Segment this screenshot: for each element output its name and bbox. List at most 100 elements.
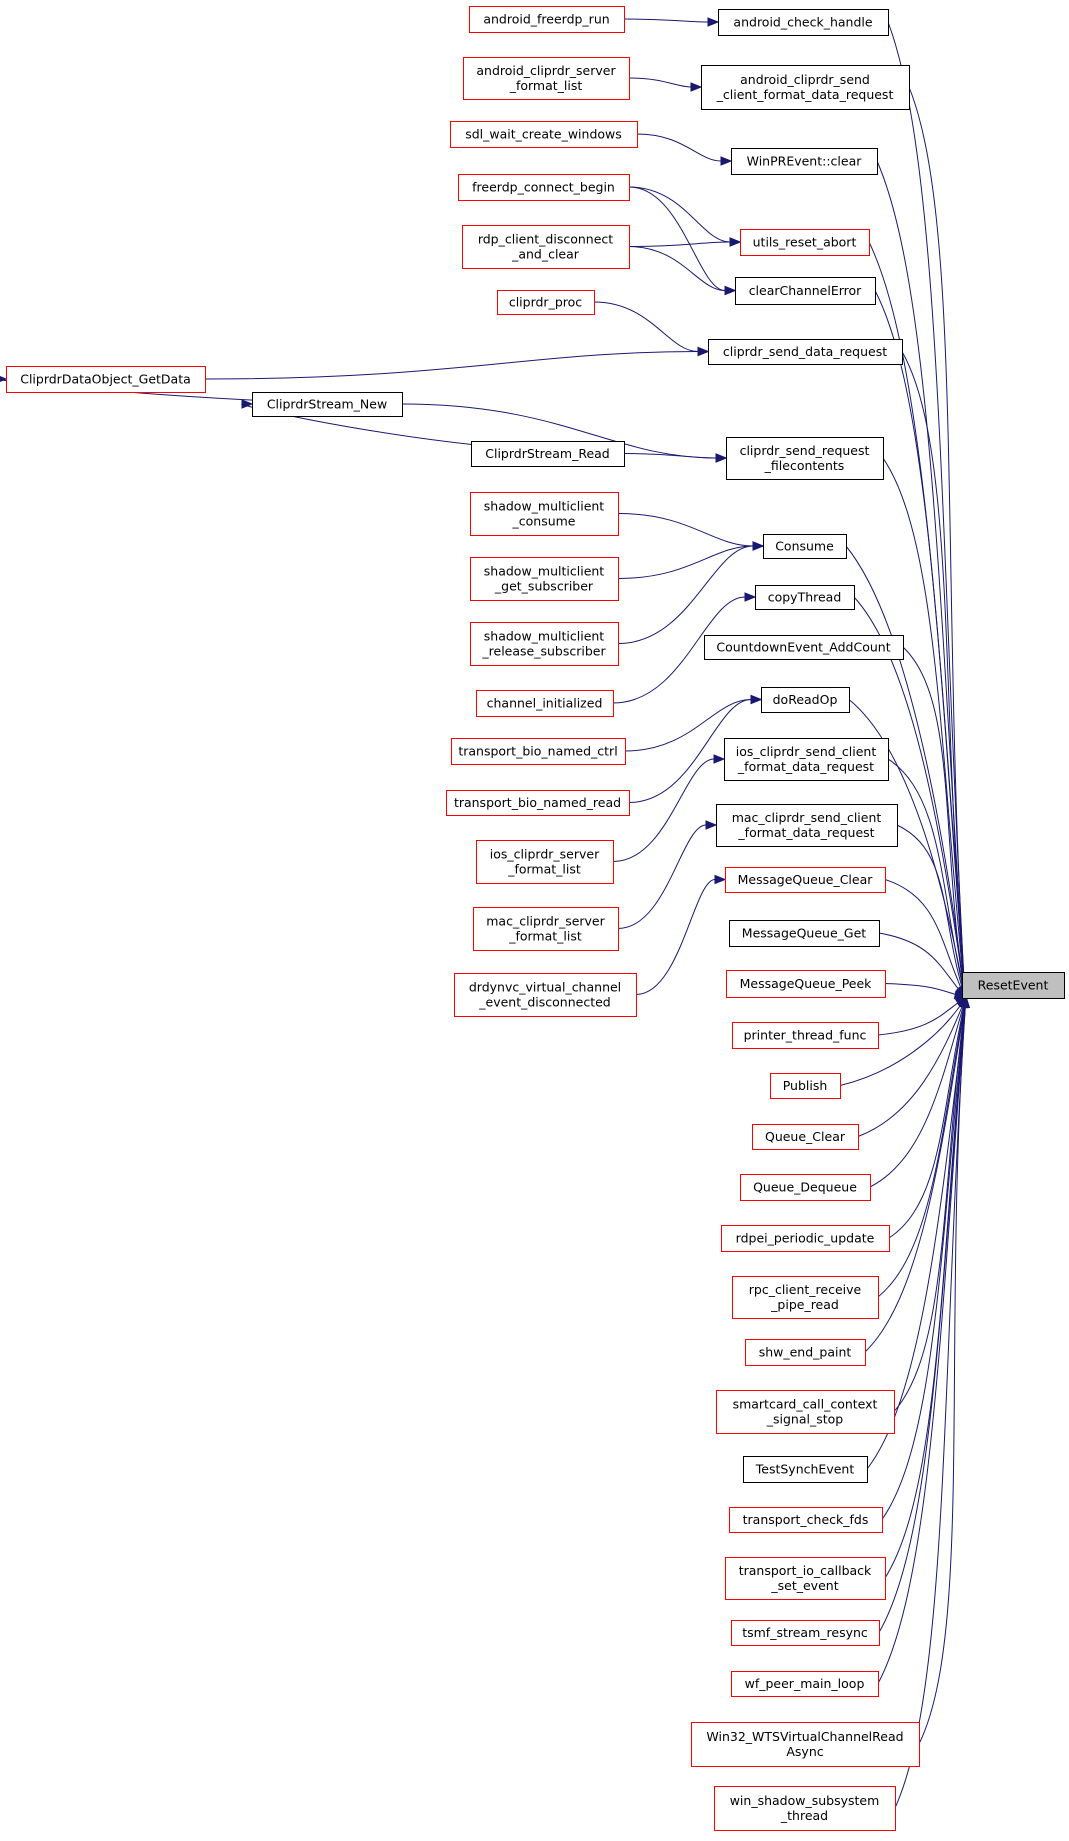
node-wf-peer-main-loop[interactable]: wf_peer_main_loop xyxy=(731,1671,879,1697)
node-mac-cliprdr-send-client-format-data-request[interactable]: mac_cliprdr_send_client_format_data_requ… xyxy=(716,804,898,847)
node-box xyxy=(725,1557,886,1600)
node-clear-channel-error[interactable]: clearChannelError xyxy=(735,277,876,305)
node-box xyxy=(476,840,614,884)
edge-cliprdr-send-data-request-to-reset-event xyxy=(901,351,969,999)
node-box xyxy=(691,1722,920,1767)
node-win-shadow-subsystem-thread[interactable]: win_shadow_subsystem_thread xyxy=(714,1786,896,1831)
node-reset-event: ResetEvent xyxy=(962,972,1065,999)
node-shw-end-paint[interactable]: shw_end_paint xyxy=(745,1339,866,1366)
node-android-cliprdr-send-client-format-data-request[interactable]: android_cliprdr_send_client_format_data_… xyxy=(701,65,910,110)
node-drdynvc-virtual-channel-event-disconnected[interactable]: drdynvc_virtual_channel_event_disconnect… xyxy=(454,973,637,1017)
node-sdl-wait-create-windows[interactable]: sdl_wait_create_windows xyxy=(450,121,638,148)
node-cliprdr-proc[interactable]: cliprdr_proc xyxy=(497,290,595,315)
node-label: wf_peer_main_loop xyxy=(745,1676,865,1691)
edge-arrowhead xyxy=(705,820,718,830)
node-consume[interactable]: Consume xyxy=(763,534,847,559)
node-ios-cliprdr-send-client-format-data-request[interactable]: ios_cliprdr_send_client_format_data_requ… xyxy=(724,738,889,781)
node-box xyxy=(726,970,886,998)
node-utils-reset-abort[interactable]: utils_reset_abort xyxy=(740,229,870,256)
node-tsmf-stream-resync[interactable]: tsmf_stream_resync xyxy=(731,1620,880,1646)
node-rdpei-periodic-update[interactable]: rdpei_periodic_update xyxy=(721,1225,890,1252)
node-box xyxy=(463,57,630,100)
edge-android-freerdp-run-to-android-check-handle xyxy=(623,17,720,27)
node-box xyxy=(458,174,630,201)
node-label: Consume xyxy=(775,539,834,554)
node-label: Win32_WTSVirtualChannelRead xyxy=(706,1729,903,1744)
node-label: CountdownEvent_AddCount xyxy=(716,640,890,655)
node-label: cliprdr_send_request xyxy=(740,443,870,458)
node-label: CliprdrStream_New xyxy=(267,397,387,412)
edge-line xyxy=(628,77,692,88)
node-message-queue-get[interactable]: MessageQueue_Get xyxy=(729,920,880,947)
node-shadow-multiclient-get-subscriber[interactable]: shadow_multiclient_get_subscriber xyxy=(470,557,619,601)
node-smartcard-call-context-signal-stop[interactable]: smartcard_call_context_signal_stop xyxy=(716,1390,895,1434)
node-transport-bio-named-read[interactable]: transport_bio_named_read xyxy=(446,790,630,816)
node-box xyxy=(718,9,889,36)
node-freerdp-connect-begin[interactable]: freerdp_connect_begin xyxy=(458,174,630,201)
node-do-read-op[interactable]: doReadOp xyxy=(761,687,850,713)
edge-transport-bio-named-read-to-do-read-op xyxy=(628,694,763,803)
node-shadow-multiclient-consume[interactable]: shadow_multiclient_consume xyxy=(470,492,619,536)
node-channel-initialized[interactable]: channel_initialized xyxy=(476,690,614,717)
edge-wf-peer-main-loop-to-reset-event xyxy=(877,995,970,1684)
node-label: rpc_client_receive xyxy=(749,1282,862,1297)
node-cliprdr-stream-read[interactable]: CliprdrStream_Read xyxy=(471,441,625,467)
node-queue-clear[interactable]: Queue_Clear xyxy=(752,1124,859,1150)
node-rdp-client-disconnect-and-clear[interactable]: rdp_client_disconnect_and_clear xyxy=(462,225,630,269)
edge-line xyxy=(878,996,967,1633)
edge-line xyxy=(628,246,726,291)
node-box xyxy=(446,790,630,816)
edges-layer xyxy=(0,17,971,1809)
edge-line xyxy=(612,758,715,862)
node-label: _thread xyxy=(780,1808,828,1823)
node-box xyxy=(450,121,638,148)
node-box xyxy=(708,339,903,365)
edge-line xyxy=(908,86,966,998)
node-shadow-multiclient-release-subscriber[interactable]: shadow_multiclient_release_subscriber xyxy=(470,622,619,666)
node-copy-thread[interactable]: copyThread xyxy=(755,585,855,610)
edge-line xyxy=(617,513,754,547)
node-label: _event_disconnected xyxy=(478,995,610,1010)
node-box xyxy=(731,148,878,175)
node-box xyxy=(470,557,619,601)
node-cliprdr-send-request-filecontents[interactable]: cliprdr_send_request_filecontents xyxy=(726,437,884,480)
node-android-freerdp-run[interactable]: android_freerdp_run xyxy=(469,6,625,33)
node-cliprdr-stream-new[interactable]: CliprdrStream_New xyxy=(252,392,403,417)
edge-shadow-multiclient-release-subscriber-to-consume xyxy=(617,541,765,644)
node-label: _format_list xyxy=(507,862,581,877)
edge-line xyxy=(887,758,966,998)
node-label: mac_cliprdr_send_client xyxy=(732,810,882,825)
node-box xyxy=(721,1225,890,1252)
node-label: shadow_multiclient xyxy=(484,564,605,579)
node-printer-thread-func[interactable]: printer_thread_func xyxy=(732,1022,879,1049)
edge-line xyxy=(593,301,699,352)
node-countdown-event-add-count[interactable]: CountdownEvent_AddCount xyxy=(704,635,904,660)
node-publish[interactable]: Publish xyxy=(770,1073,841,1099)
edge-android-cliprdr-send-client-format-data-request-to-reset-event xyxy=(908,86,970,999)
node-mac-cliprdr-server-format-list[interactable]: mac_cliprdr_server_format_list xyxy=(473,907,619,951)
node-test-synch-event[interactable]: TestSynchEvent xyxy=(743,1456,868,1483)
node-label: ios_cliprdr_send_client xyxy=(736,744,877,759)
node-cliprdr-send-data-request[interactable]: cliprdr_send_data_request xyxy=(708,339,903,365)
node-android-check-handle[interactable]: android_check_handle xyxy=(718,9,889,36)
node-ios-cliprdr-server-format-list[interactable]: ios_cliprdr_server_format_list xyxy=(476,840,614,884)
edge-arrowhead xyxy=(752,541,765,551)
node-transport-check-fds[interactable]: transport_check_fds xyxy=(729,1507,883,1533)
node-cliprdr-data-object-get-data[interactable]: CliprdrDataObject_GetData xyxy=(6,366,206,393)
node-message-queue-peek[interactable]: MessageQueue_Peek xyxy=(726,970,886,998)
node-box xyxy=(761,687,850,713)
node-transport-io-callback-set-event[interactable]: transport_io_callback_set_event xyxy=(725,1557,886,1600)
edge-shadow-multiclient-consume-to-consume xyxy=(617,513,765,551)
node-rpc-client-receive-pipe-read[interactable]: rpc_client_receive_pipe_read xyxy=(732,1276,879,1319)
node-android-cliprdr-server-format-list[interactable]: android_cliprdr_server_format_list xyxy=(463,57,630,100)
node-label: transport_bio_named_ctrl xyxy=(458,744,617,759)
node-message-queue-clear[interactable]: MessageQueue_Clear xyxy=(725,867,886,893)
edge-win32-wts-virtual-channel-read-async-to-reset-event xyxy=(918,995,970,1745)
node-box xyxy=(471,441,625,467)
node-box xyxy=(745,1339,866,1366)
node-queue-dequeue[interactable]: Queue_Dequeue xyxy=(740,1174,871,1201)
node-transport-bio-named-ctrl[interactable]: transport_bio_named_ctrl xyxy=(451,738,626,765)
node-winprevent-clear[interactable]: WinPREvent::clear xyxy=(731,148,878,175)
edge-line xyxy=(864,996,967,1353)
